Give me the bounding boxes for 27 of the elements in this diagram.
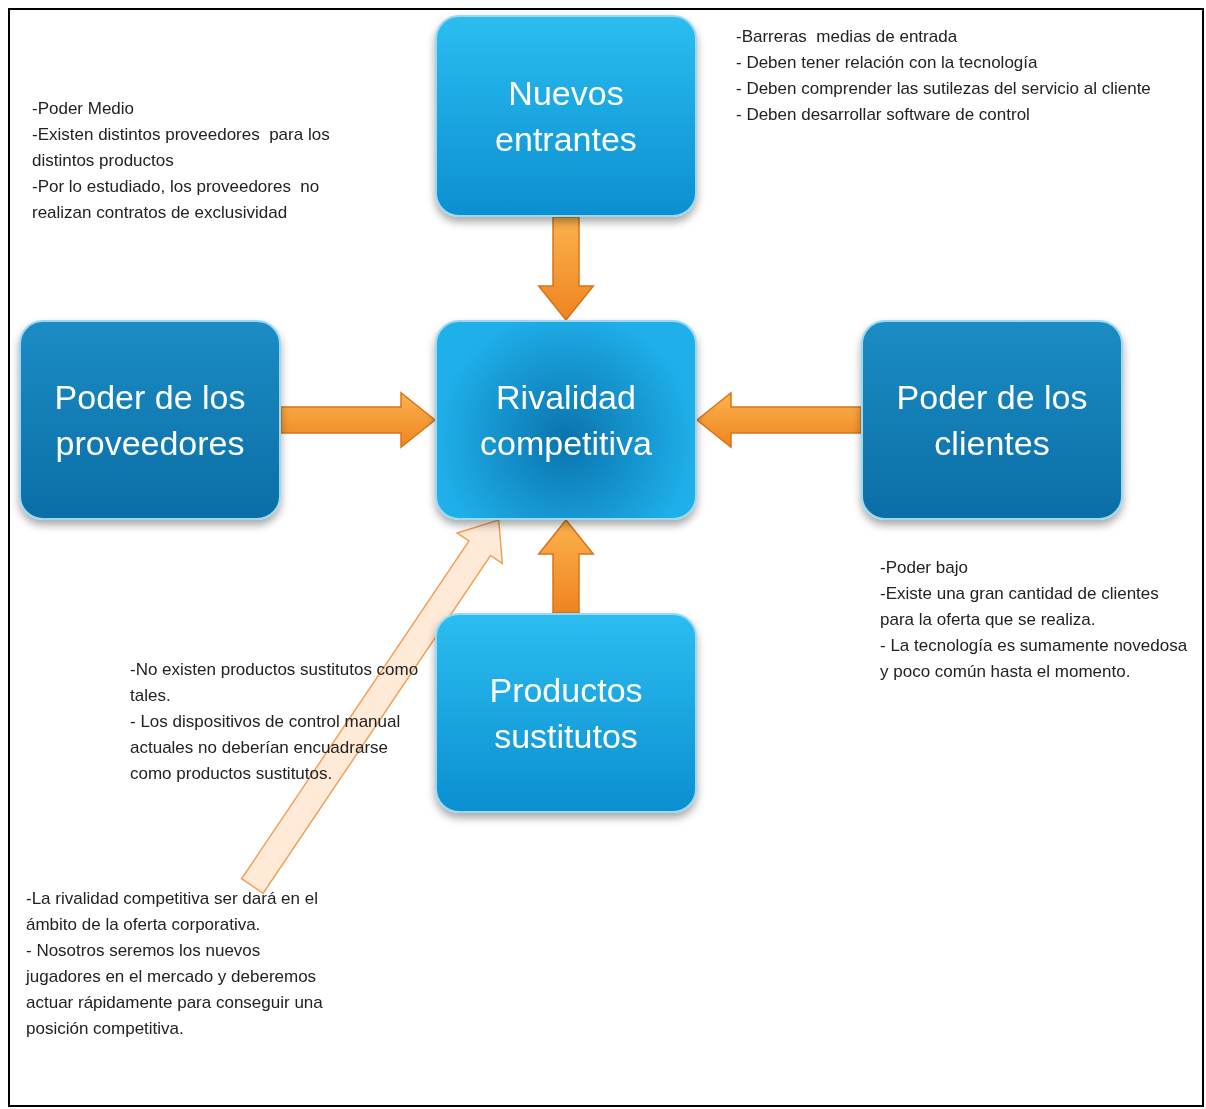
note-text: - Deben comprender las sutilezas del servicio al cliente xyxy=(736,78,1152,100)
force-box xyxy=(861,320,1123,520)
force-box xyxy=(435,320,697,520)
block-arrow xyxy=(695,391,862,449)
note-text: -Existe una gran cantidad de clientes para la oferta que se realiza. xyxy=(880,583,1160,631)
block-arrow xyxy=(280,391,437,449)
note-text: -La rivalidad competitiva ser dará en el ámbito de la oferta corporativa. xyxy=(26,888,319,936)
force-box xyxy=(435,15,697,217)
note-text: - Deben tener relación con la tecnología xyxy=(736,52,1039,74)
force-box xyxy=(435,613,697,813)
block-arrow xyxy=(240,519,504,895)
box-title: Nuevos entrantes xyxy=(494,73,638,160)
note-text: - La tecnología es sumamente novedosa y poco común hasta el momento. xyxy=(880,635,1189,683)
note-text: -Poder Medio xyxy=(32,98,136,120)
force-box xyxy=(19,320,281,520)
block-arrow xyxy=(537,216,595,322)
note-text: -Barreras medias de entrada xyxy=(736,26,959,48)
block-arrow xyxy=(537,518,595,614)
box-title: Poder de los clientes xyxy=(895,377,1089,464)
note-text: -Existen distintos proveedores para los distintos productos xyxy=(32,124,331,172)
note-text: - Nosotros seremos los nuevos jugadores en el mercado y deberemos actuar rápidamente para conseguir una posición competitiva. xyxy=(26,940,324,1040)
box-title: Rivalidad competitiva xyxy=(479,377,653,464)
box-title: Poder de los proveedores xyxy=(53,377,247,464)
note-text: - Deben desarrollar software de control xyxy=(736,104,1031,126)
note-text: -Por lo estudiado, los proveedores no realizan contratos de exclusividad xyxy=(32,176,321,224)
box-title: Productos sustitutos xyxy=(488,670,644,757)
note-text: -Poder bajo xyxy=(880,557,969,579)
